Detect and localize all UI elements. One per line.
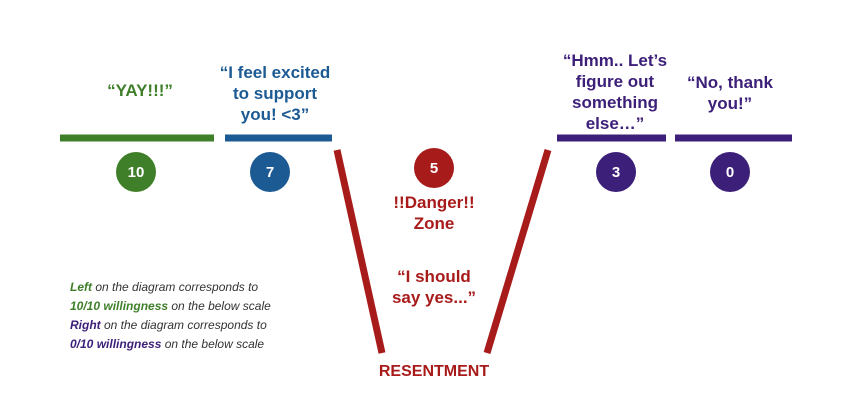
legend-max-willingness: 10/10 willingness xyxy=(70,299,169,313)
danger-slope-right xyxy=(483,148,552,355)
level-circle-0: 0 xyxy=(710,152,750,192)
resentment-label: RESENTMENT xyxy=(378,363,490,380)
legend-line-3-text: on the diagram corresponds to xyxy=(100,318,267,332)
level-circle-5: 5 xyxy=(414,148,454,188)
quote-10: “YAY!!!” xyxy=(107,81,173,100)
quote-5: “I should say yes...” xyxy=(391,267,477,307)
legend-line-1: Left on the diagram corresponds to xyxy=(70,278,271,297)
quote-7: “I feel excited to support you! <3” xyxy=(219,63,331,124)
quote-3: “Hmm.. Let’s figure out something else…” xyxy=(562,51,668,133)
legend-line-3: Right on the diagram corresponds to xyxy=(70,316,271,335)
quote-0: “No, thank you!” xyxy=(687,73,773,113)
danger-zone-heading: !!Danger!! Zone xyxy=(393,193,475,233)
legend-line-4-text: on the below scale xyxy=(161,337,265,351)
level-circle-3: 3 xyxy=(596,152,636,192)
legend-line-4: 0/10 willingness on the below scale xyxy=(70,335,271,354)
danger-slope-left xyxy=(333,149,386,354)
legend-line-1-text: on the diagram corresponds to xyxy=(92,280,259,294)
legend-min-willingness: 0/10 willingness xyxy=(70,337,162,351)
legend-line-2: 10/10 willingness on the below scale xyxy=(70,297,271,316)
legend-left-keyword: Left xyxy=(70,280,92,294)
level-circle-10: 10 xyxy=(116,152,156,192)
legend-line-2-text: on the below scale xyxy=(168,299,271,313)
legend-right-keyword: Right xyxy=(70,318,101,332)
scale-legend: Left on the diagram corresponds to 10/10… xyxy=(70,278,271,354)
level-circle-7: 7 xyxy=(250,152,290,192)
